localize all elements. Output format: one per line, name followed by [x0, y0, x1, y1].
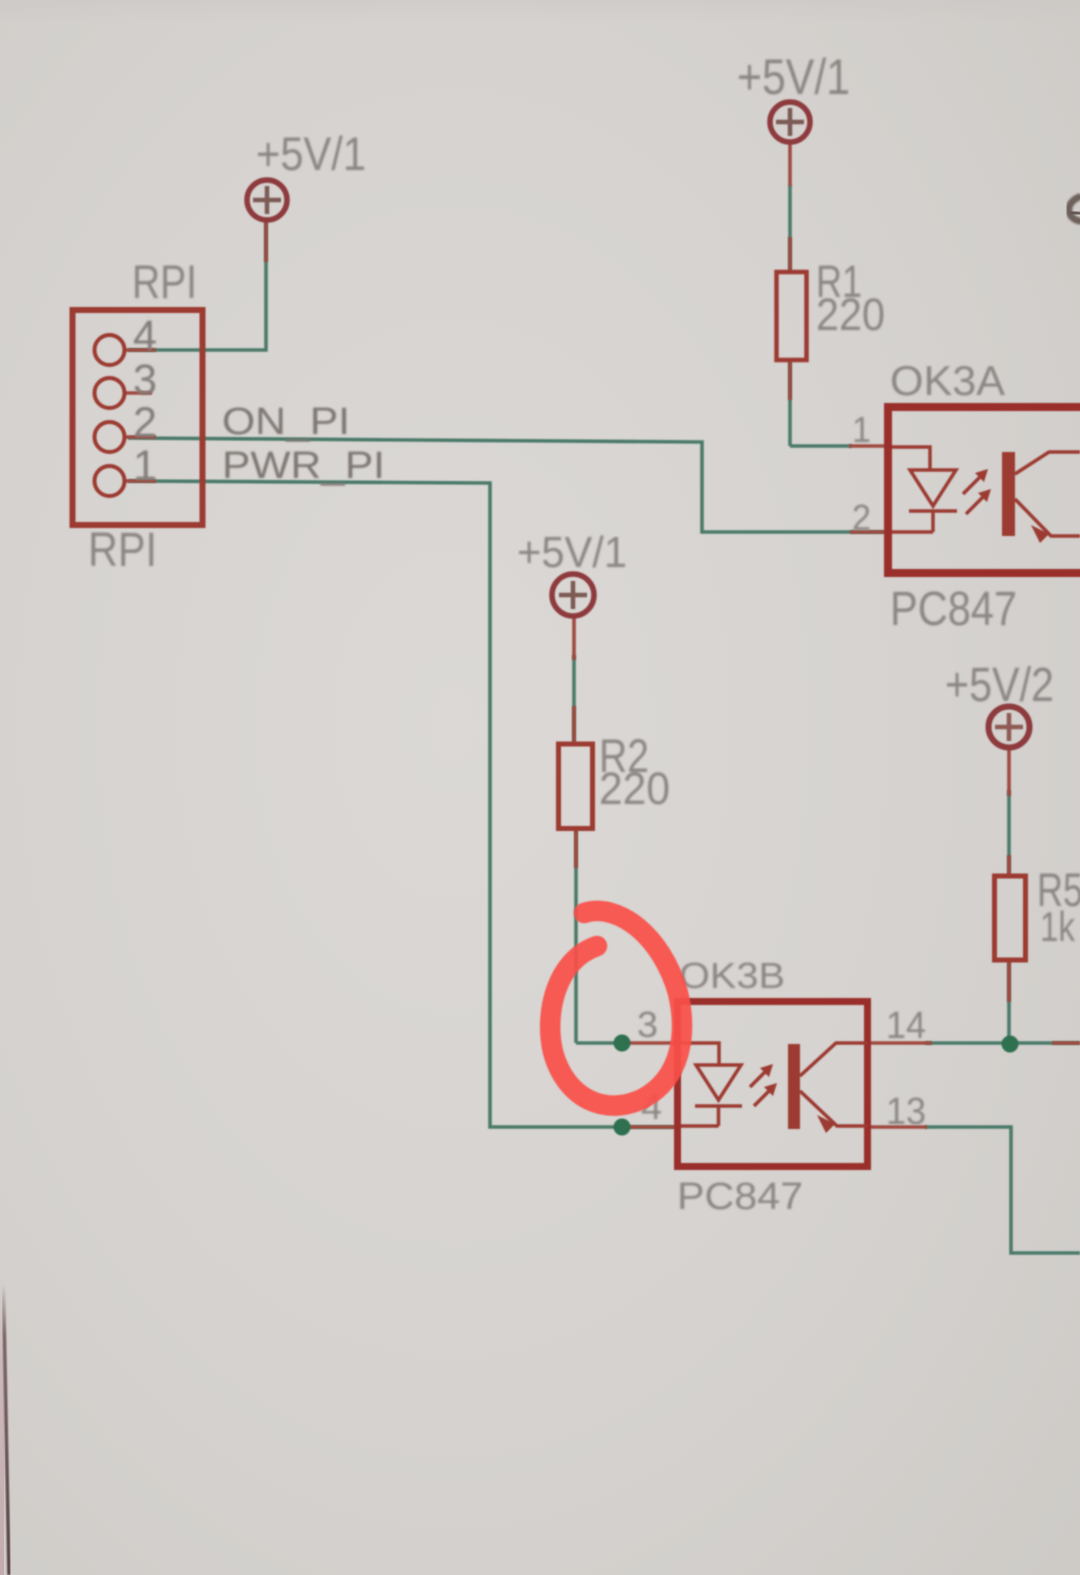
svg-text:3: 3	[133, 356, 157, 404]
svg-text:14: 14	[886, 1005, 926, 1047]
svg-text:3: 3	[637, 1004, 658, 1045]
svg-text:PC847: PC847	[890, 583, 1017, 636]
svg-text:+5V/1: +5V/1	[256, 127, 366, 180]
svg-text:2: 2	[852, 497, 871, 538]
svg-text:+5V/1: +5V/1	[737, 49, 850, 105]
svg-text:2: 2	[133, 399, 157, 447]
svg-text:RPI: RPI	[132, 255, 197, 308]
svg-text:+5V/2: +5V/2	[945, 659, 1054, 712]
svg-text:220: 220	[599, 763, 670, 814]
svg-text:PC847: PC847	[677, 1176, 803, 1218]
svg-text:R2: R2	[599, 729, 649, 782]
svg-text:ON_PI: ON_PI	[222, 401, 350, 443]
svg-text:OK3B: OK3B	[679, 955, 785, 996]
svg-text:13: 13	[886, 1091, 926, 1133]
svg-text:1: 1	[852, 409, 871, 450]
svg-text:R1: R1	[816, 256, 862, 307]
svg-text:220: 220	[816, 289, 885, 340]
svg-text:R5: R5	[1037, 863, 1080, 916]
svg-text:PWR_PI: PWR_PI	[222, 445, 385, 487]
svg-text:RPI: RPI	[88, 524, 157, 577]
svg-text:1: 1	[133, 442, 157, 490]
svg-text:+5V/1: +5V/1	[517, 528, 627, 577]
svg-text:OK3A: OK3A	[890, 357, 1005, 404]
svg-text:1k: 1k	[1040, 903, 1076, 950]
svg-text:4: 4	[133, 312, 157, 360]
